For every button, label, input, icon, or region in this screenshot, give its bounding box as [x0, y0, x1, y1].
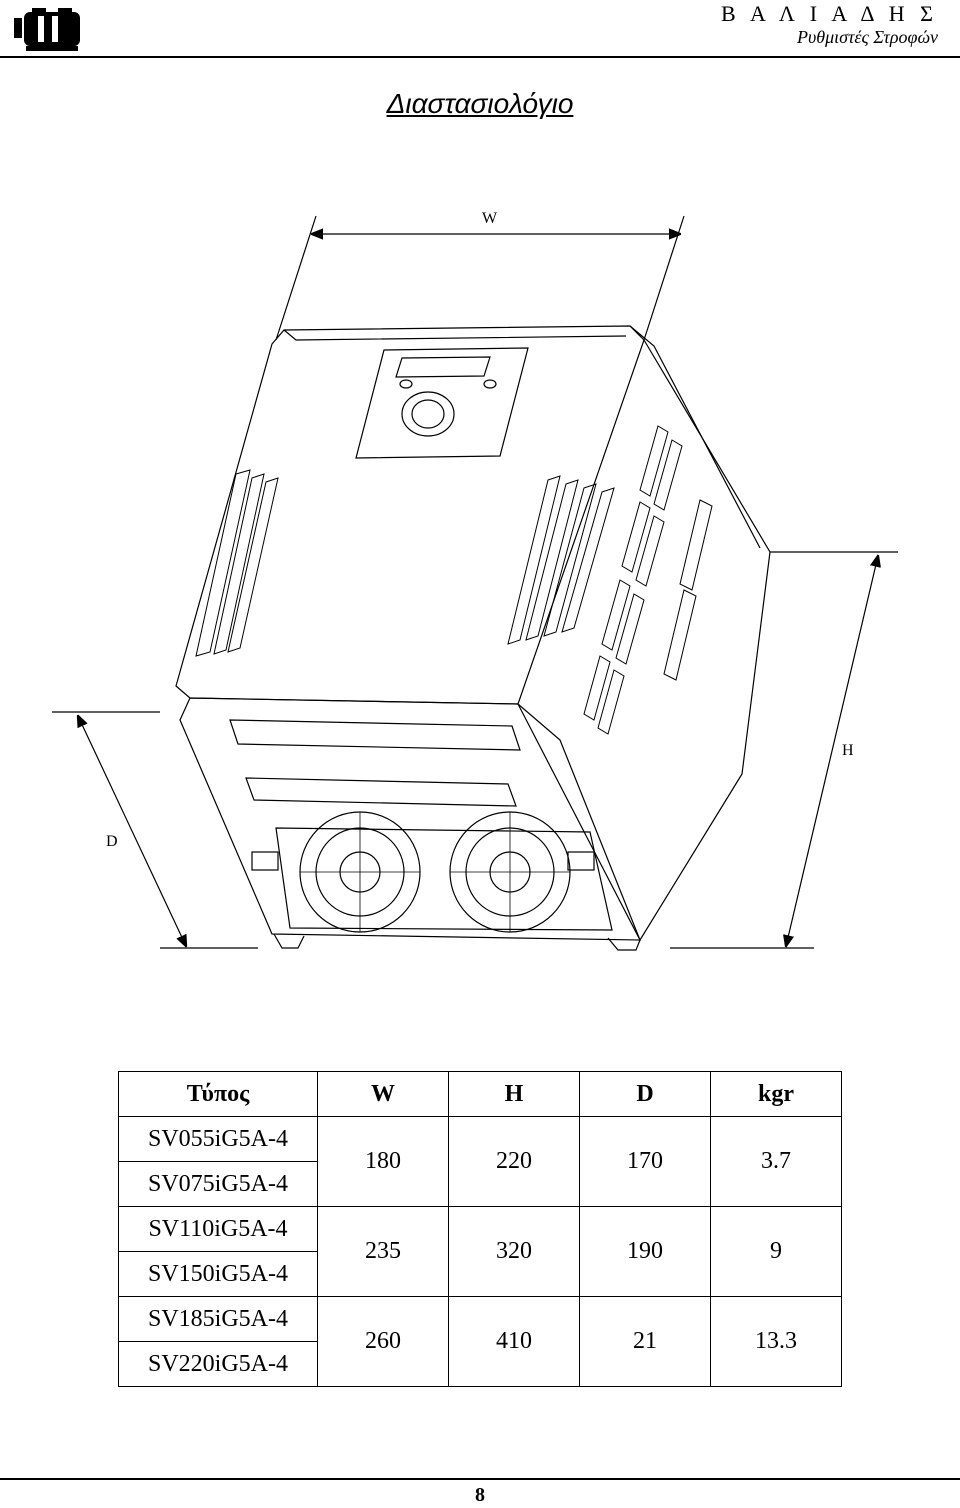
d-cell: 21 — [579, 1296, 711, 1387]
type-cell: SV110iG5A-4 — [118, 1206, 318, 1252]
d-cell: 170 — [579, 1116, 711, 1207]
table-row: SV150iG5A-4 — [118, 1251, 842, 1297]
w-cell: 180 — [317, 1116, 449, 1207]
header-h: H — [448, 1071, 580, 1117]
kgr-cell: 3.7 — [710, 1116, 842, 1207]
w-cell: 260 — [317, 1296, 449, 1387]
footer-rule — [0, 1478, 960, 1480]
table-row: SV220iG5A-4 — [118, 1341, 842, 1387]
table-header-row: Τύπος W H D kgr — [118, 1071, 842, 1117]
brand-subtitle: Ρυθμιστές Στροφών — [796, 27, 938, 47]
brand-name: Β Α Λ Ι Α Δ Η Σ — [720, 1, 938, 26]
motor-logo-icon — [14, 8, 80, 51]
header-kgr: kgr — [710, 1071, 842, 1117]
dimension-w-label: W — [482, 210, 498, 227]
header-d: D — [579, 1071, 711, 1117]
type-cell: SV150iG5A-4 — [118, 1251, 318, 1297]
page-number: 8 — [475, 1484, 485, 1506]
brand-block: Β Α Λ Ι Α Δ Η Σ Ρυθμιστές Στροφών — [721, 2, 938, 48]
d-cell: 190 — [579, 1206, 711, 1297]
w-cell: 235 — [317, 1206, 449, 1297]
header-w: W — [317, 1071, 449, 1117]
h-cell: 410 — [448, 1296, 580, 1387]
h-cell: 220 — [448, 1116, 580, 1207]
header-type: Τύπος — [118, 1071, 318, 1117]
header-rule — [0, 56, 960, 58]
kgr-cell: 9 — [710, 1206, 842, 1297]
kgr-cell: 13.3 — [710, 1296, 842, 1387]
dimension-h-label: H — [842, 742, 854, 759]
page-title: Διαστασιολόγιο — [386, 88, 574, 119]
type-cell: SV185iG5A-4 — [118, 1296, 318, 1342]
type-cell: SV055iG5A-4 — [118, 1116, 318, 1162]
inverter-drawing — [52, 215, 898, 951]
table-row: SV075iG5A-4 — [118, 1161, 842, 1207]
type-cell: SV075iG5A-4 — [118, 1161, 318, 1207]
dimension-d-label: D — [106, 833, 118, 850]
type-cell: SV220iG5A-4 — [118, 1341, 318, 1387]
h-cell: 320 — [448, 1206, 580, 1297]
